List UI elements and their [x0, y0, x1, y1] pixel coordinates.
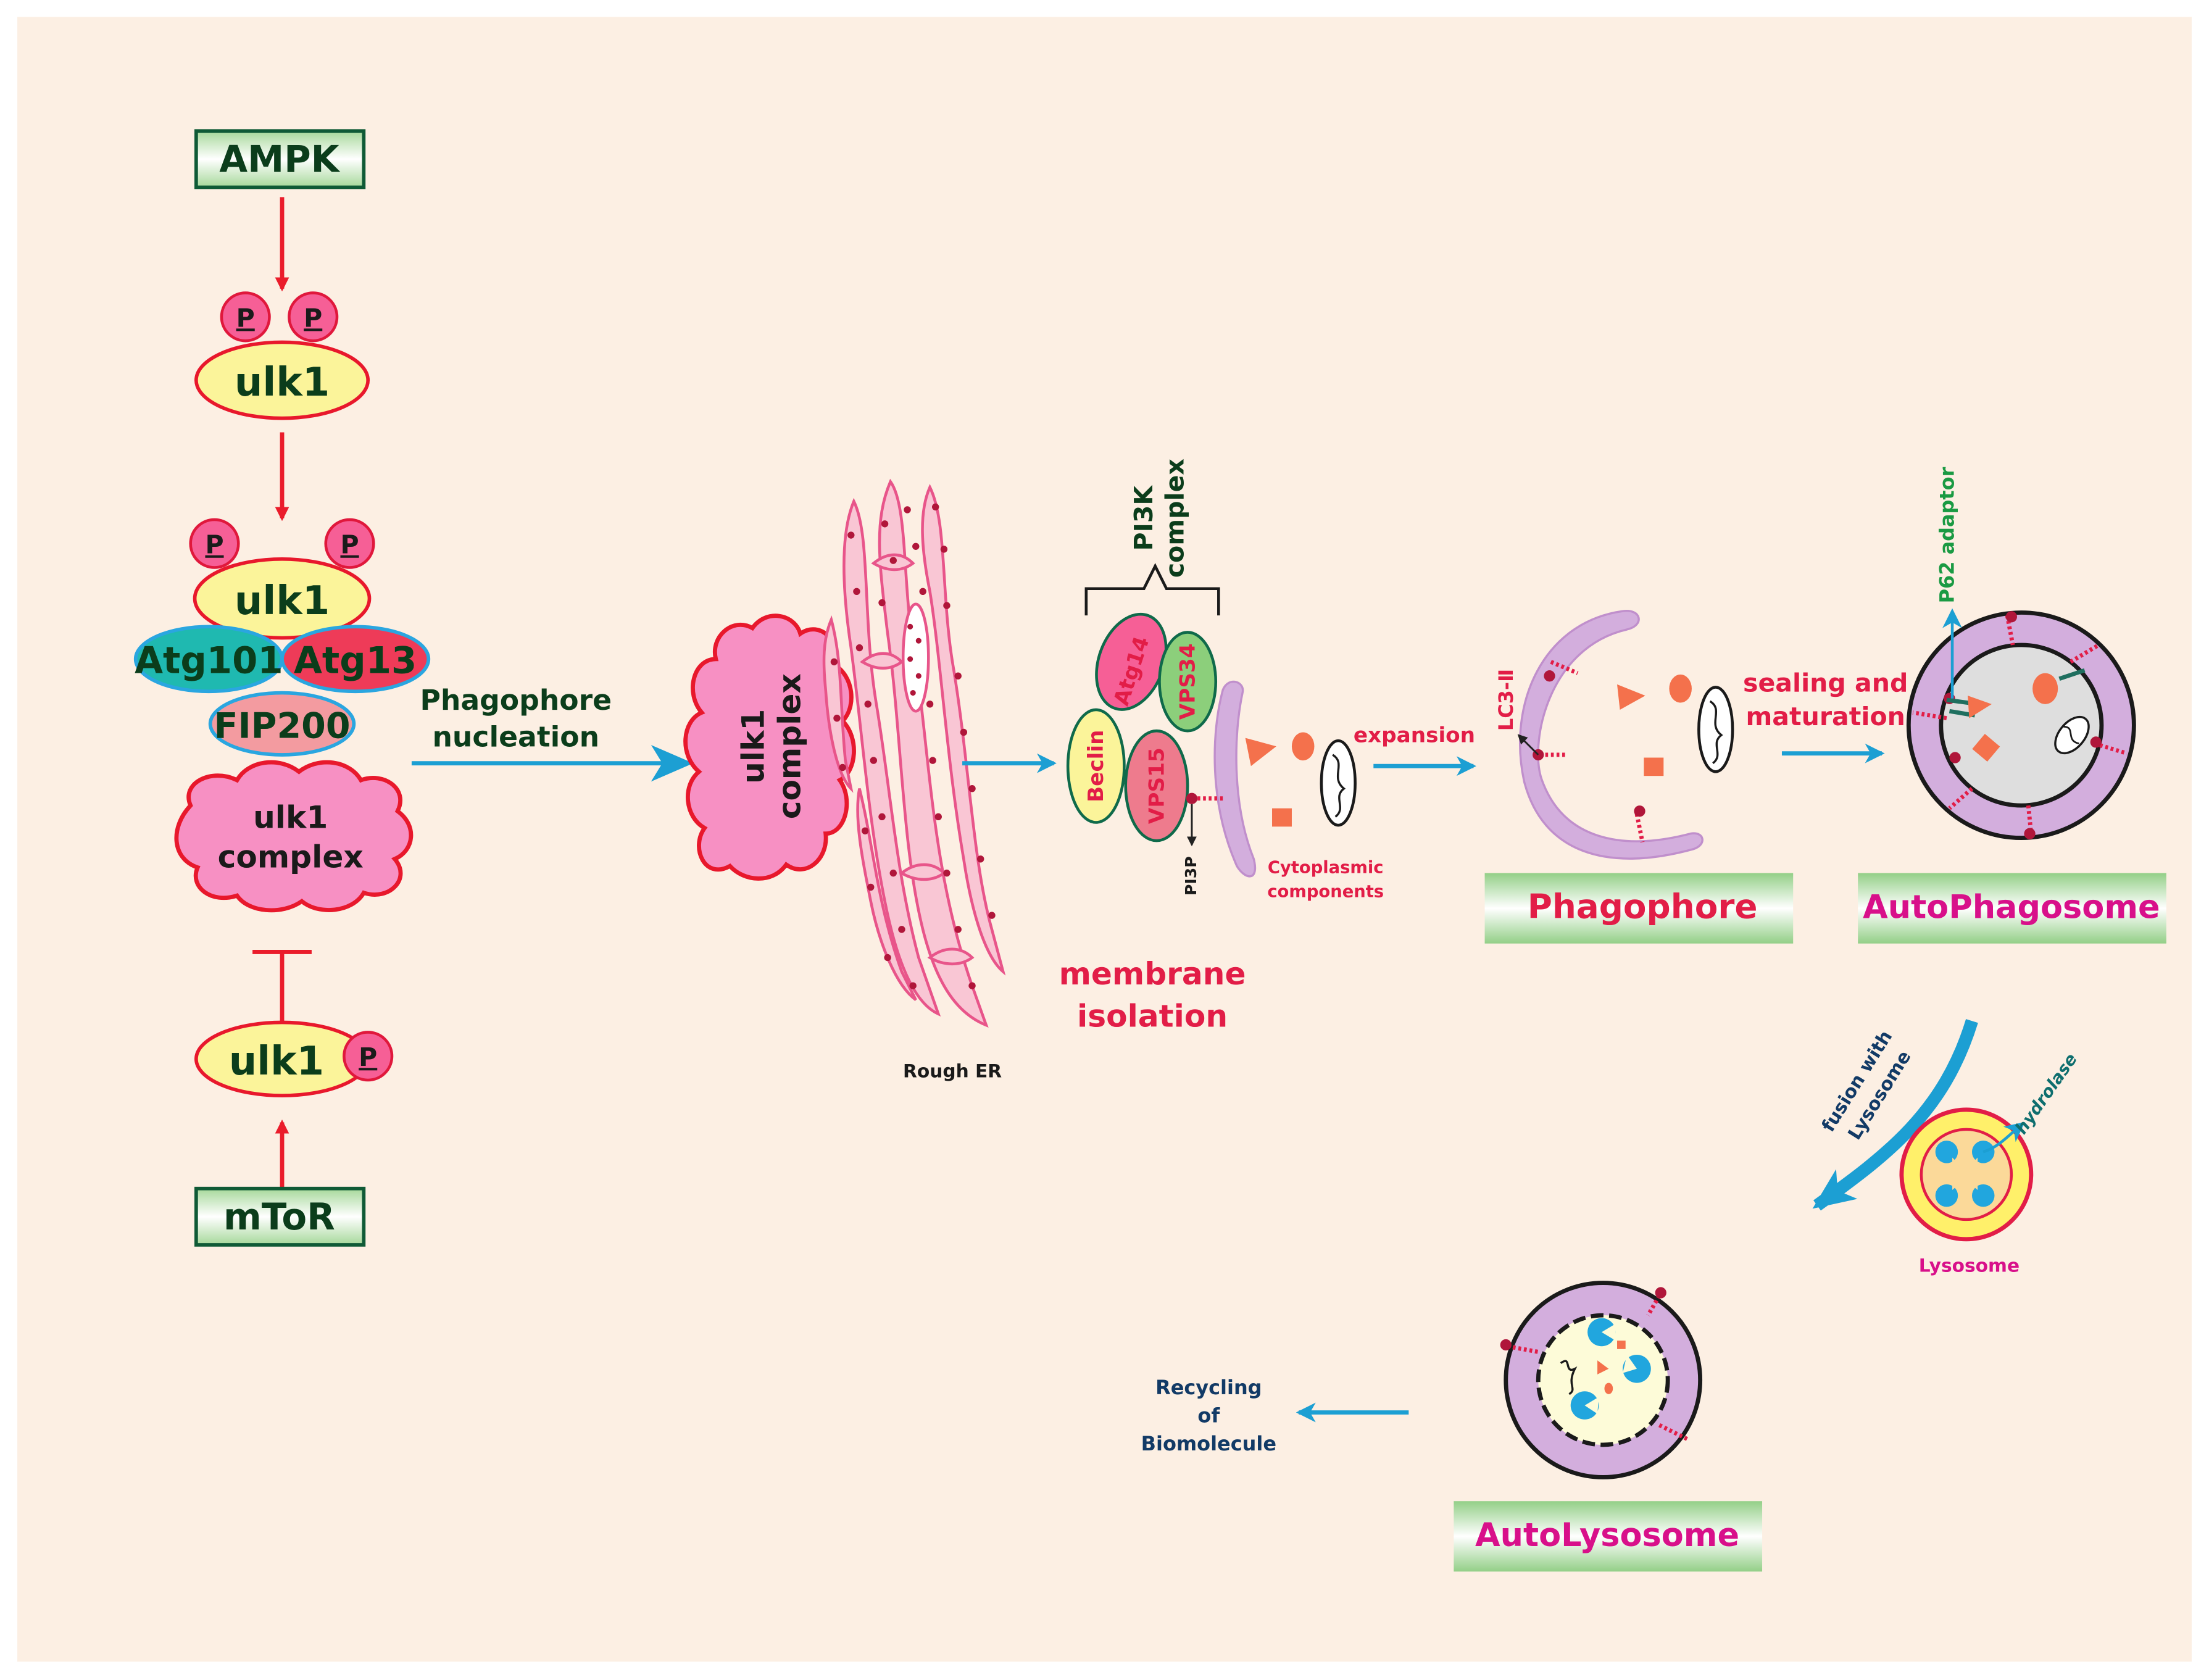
- rough-er: [822, 478, 1006, 1028]
- autophagosome-label-box: AutoPhagosome: [1858, 873, 2166, 944]
- hydrolase-arrow: [1982, 1121, 2025, 1154]
- ulk1-complex-cloud-er: ulk1 complex: [683, 613, 856, 881]
- rough-er-label: Rough ER: [903, 1060, 1002, 1081]
- pi3k-title-line2: complex: [1160, 459, 1189, 578]
- mtor-label: mToR: [223, 1196, 335, 1238]
- phospho-group-1: P P: [220, 291, 339, 343]
- cytoplasmic-label-line2: components: [1267, 882, 1384, 901]
- phospho-label: P: [236, 303, 255, 333]
- lc3-arrow: [1517, 734, 1539, 756]
- pi3k-brace: [1084, 563, 1220, 616]
- cloud-label-line2: complex: [772, 673, 808, 819]
- sealing-label-line1: sealing and: [1743, 668, 1908, 697]
- cargo-square: [1272, 808, 1292, 827]
- ulk1-inhibited: ulk1 P: [194, 1020, 394, 1097]
- autolysosome-label: AutoLysosome: [1475, 1516, 1739, 1554]
- atg13-label: Atg13: [294, 639, 417, 682]
- recycling-label-line3: Biomolecule: [1141, 1432, 1276, 1455]
- isolation-membrane: [1213, 680, 1257, 878]
- atg13-subunit: [280, 625, 431, 694]
- vps34-subunit: [1158, 631, 1218, 733]
- pi3k-title: PI3K complex: [1129, 459, 1189, 578]
- vps15-subunit: [1124, 729, 1189, 842]
- atg101-label: Atg101: [135, 639, 283, 682]
- cloud-label-line1: ulk1: [253, 799, 328, 836]
- expansion-label: expansion: [1354, 723, 1475, 747]
- ulk1-core: [193, 557, 372, 640]
- autophagosome-label: AutoPhagosome: [1863, 889, 2160, 926]
- fip200-subunit: [208, 691, 356, 757]
- lysosome-label: Lysosome: [1919, 1254, 2020, 1276]
- autolysosome-label-box: AutoLysosome: [1454, 1501, 1763, 1572]
- phospho-label: P: [304, 303, 322, 333]
- ulk1-complex-cloud: ulk1 complex: [174, 760, 414, 913]
- cargo-triangle: [1245, 738, 1276, 767]
- autophagosome: [1906, 610, 2136, 840]
- pi3k-title-line1: PI3K: [1129, 484, 1159, 551]
- vps15-label: VPS15: [1144, 747, 1169, 824]
- ulk1-inhibited-label: ulk1: [229, 1039, 324, 1084]
- sealing-label-line2: maturation: [1746, 702, 1905, 731]
- lysosome: [1899, 1107, 2034, 1242]
- ampk-box: AMPK: [194, 129, 366, 189]
- phospho-label: P: [359, 1042, 377, 1072]
- lc3-label: LC3-Ⅱ: [1494, 669, 1518, 731]
- p62-label: P62 adaptor: [1935, 467, 1958, 603]
- cargo-mitochondrion: [1320, 739, 1357, 827]
- isolation-label-line2: isolation: [1077, 997, 1228, 1034]
- mtor-box: mToR: [194, 1186, 366, 1247]
- fip200-label: FIP200: [214, 706, 351, 747]
- phospho-label: P: [205, 530, 223, 560]
- ulk1-label: ulk1: [235, 360, 330, 405]
- ulk1-core-label: ulk1: [235, 578, 330, 624]
- recycling-label-line1: Recycling: [1155, 1376, 1262, 1399]
- cloud-label-line1: ulk1: [734, 709, 771, 784]
- cytoplasmic-label-line1: Cytoplasmic: [1268, 859, 1384, 878]
- phagophore-label: Phagophore: [1528, 887, 1758, 926]
- autolysosome: [1500, 1281, 1703, 1479]
- isolation-label-line1: membrane: [1059, 955, 1246, 992]
- pi3p-dot: [1186, 792, 1198, 804]
- cargo-circle: [1291, 732, 1315, 761]
- vps34-label: VPS34: [1176, 643, 1200, 720]
- ulk1-complex-assembly: P P ulk1 Atg101 Atg13 FIP200: [133, 518, 431, 757]
- pi3p-label: PI3P: [1182, 856, 1200, 896]
- phagophore-label-box: Phagophore: [1484, 873, 1794, 944]
- beclin-subunit: [1066, 708, 1126, 824]
- nucleation-label-line1: Phagophore: [420, 684, 612, 717]
- ampk-label: AMPK: [219, 138, 340, 180]
- cloud-label-line2: complex: [218, 838, 364, 875]
- phospho-label: P: [340, 530, 359, 560]
- pi3k-complex: Atg14 VPS34 Beclin VPS15: [1066, 612, 1218, 842]
- fusion-arrow: [1812, 1019, 1978, 1211]
- er-ribosomes: [830, 503, 996, 989]
- recycling-label-line2: of: [1197, 1403, 1220, 1427]
- ulk1-phosphorylated: ulk1: [194, 340, 370, 420]
- nucleation-label-line2: nucleation: [432, 720, 599, 753]
- beclin-label: Beclin: [1084, 730, 1109, 802]
